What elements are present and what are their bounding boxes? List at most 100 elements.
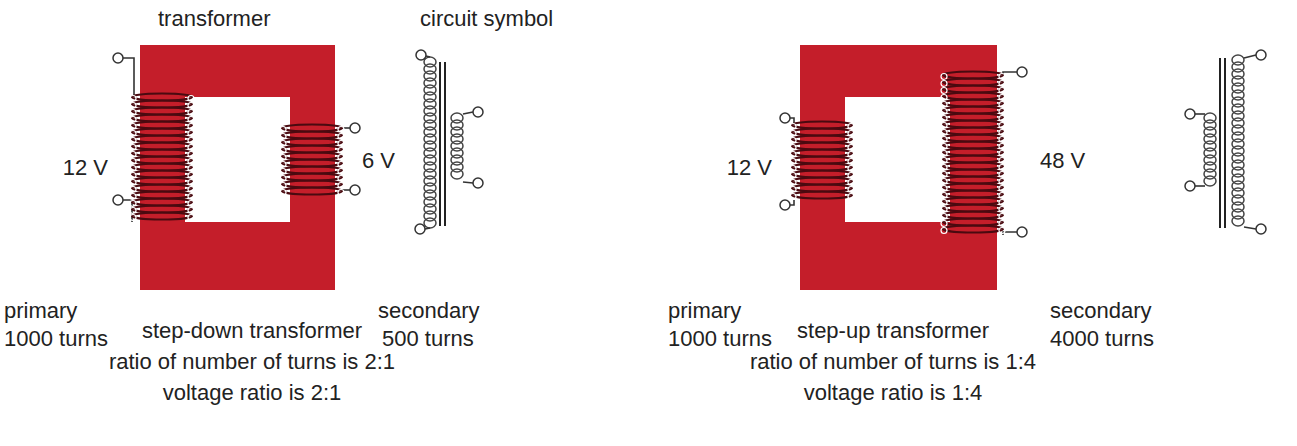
coil-turn-edge xyxy=(130,103,136,109)
coil-turn-edge xyxy=(280,134,286,140)
label: step-up transformer xyxy=(633,318,1153,344)
coil-turn-edge xyxy=(130,173,136,179)
coil-turn-edge xyxy=(999,214,1005,220)
coil-turn-edge xyxy=(188,194,194,200)
coil-turn-edge xyxy=(188,166,194,172)
coil-turn-edge xyxy=(848,166,854,172)
coil-turn-edge xyxy=(941,144,947,150)
coil-turn-edge xyxy=(941,221,947,227)
coil-turn-edge xyxy=(999,179,1005,185)
coil-turn-edge xyxy=(848,138,854,144)
coil-turn-edge xyxy=(188,124,194,130)
label: secondary xyxy=(378,298,480,324)
coil-turn-edge xyxy=(941,179,947,185)
coil-turn-edge xyxy=(280,162,286,168)
coil-turn-edge xyxy=(130,166,136,172)
coil-turn-edge xyxy=(999,109,1005,115)
label: primary xyxy=(668,298,741,324)
coil-turn-edge xyxy=(338,169,344,175)
label: voltage ratio is 2:1 xyxy=(0,380,512,406)
coil-turn-edge xyxy=(999,116,1005,122)
terminal xyxy=(350,185,360,195)
coil-turn-edge xyxy=(941,74,947,80)
terminal xyxy=(416,50,426,60)
coil-turn-edge xyxy=(790,187,796,193)
label: ratio of number of turns is 2:1 xyxy=(0,349,512,375)
coil-turn-edge xyxy=(130,110,136,116)
terminal xyxy=(1017,67,1027,77)
coil-turn-edge xyxy=(999,137,1005,143)
symbol-coil-loop xyxy=(424,218,436,228)
coil-turn-edge xyxy=(188,201,194,207)
label: circuit symbol xyxy=(420,6,553,32)
coil-turn-edge xyxy=(338,134,344,140)
coil-turn-edge xyxy=(130,208,136,214)
label: 1000 turns xyxy=(668,326,772,352)
coil-turn-edge xyxy=(130,152,136,158)
coil-turn-edge xyxy=(188,110,194,116)
coil-turn-edge xyxy=(130,187,136,193)
coil-turn-edge xyxy=(999,165,1005,171)
label: ratio of number of turns is 1:4 xyxy=(633,349,1153,375)
coil-turn-edge xyxy=(338,155,344,161)
coil-turn-edge xyxy=(130,145,136,151)
coil-turn-edge xyxy=(188,173,194,179)
label: 500 turns xyxy=(382,326,474,352)
coil-turn-edge xyxy=(188,152,194,158)
label: 12 V xyxy=(572,155,772,181)
coil-turn-edge xyxy=(999,221,1005,227)
coil-turn-edge xyxy=(280,169,286,175)
coil-turn-edge xyxy=(999,81,1005,87)
coil-turn-edge xyxy=(188,187,194,193)
coil-turn-edge xyxy=(999,102,1005,108)
coil-turn-edge xyxy=(999,172,1005,178)
coil-turn-edge xyxy=(941,228,947,234)
symbol-coil-loop xyxy=(1232,216,1244,226)
coil-turn-edge xyxy=(130,131,136,137)
coil-turn-edge xyxy=(999,123,1005,129)
terminal xyxy=(1256,224,1266,234)
terminal xyxy=(473,107,483,117)
coil-turn-edge xyxy=(188,103,194,109)
coil-turn-edge xyxy=(338,183,344,189)
coil-turn-edge xyxy=(188,208,194,214)
coil-turn-edge xyxy=(941,200,947,206)
coil-turn-edge xyxy=(338,190,344,196)
coil-turn-edge xyxy=(848,180,854,186)
coil-turn-edge xyxy=(848,173,854,179)
coil-turn-edge xyxy=(790,166,796,172)
lead-wire xyxy=(463,112,473,114)
transformer-core xyxy=(800,45,997,290)
symbol-core-line xyxy=(1224,58,1226,228)
coil-turn-edge xyxy=(130,96,136,102)
coil-turn-edge xyxy=(790,152,796,158)
coil-turn-edge xyxy=(999,193,1005,199)
label: voltage ratio is 1:4 xyxy=(633,380,1153,406)
coil-turn xyxy=(792,192,852,199)
coil-turn-edge xyxy=(338,127,344,133)
coil-turn-edge xyxy=(130,215,136,221)
label: 12 V xyxy=(0,155,108,181)
coil-turn-edge xyxy=(941,88,947,94)
coil-turn-edge xyxy=(848,159,854,165)
coil-turn-edge xyxy=(941,165,947,171)
label: 1000 turns xyxy=(4,326,108,352)
terminal xyxy=(113,53,123,63)
coil-turn-edge xyxy=(999,74,1005,80)
coil-group xyxy=(113,50,1266,237)
coil-turn-edge xyxy=(188,180,194,186)
coil-turn-edge xyxy=(338,162,344,168)
symbol-core-line xyxy=(439,62,441,226)
lead-wire xyxy=(425,228,430,229)
label: primary xyxy=(4,298,77,324)
coil-turn-edge xyxy=(999,186,1005,192)
coil-turn-edge xyxy=(790,138,796,144)
label: secondary xyxy=(1050,298,1152,324)
coil-turn-edge xyxy=(188,96,194,102)
terminal xyxy=(1185,181,1195,191)
coil-turn-edge xyxy=(338,141,344,147)
lead-wire xyxy=(1003,72,1017,75)
coil-turn-edge xyxy=(338,176,344,182)
coil-turn-edge xyxy=(338,148,344,154)
